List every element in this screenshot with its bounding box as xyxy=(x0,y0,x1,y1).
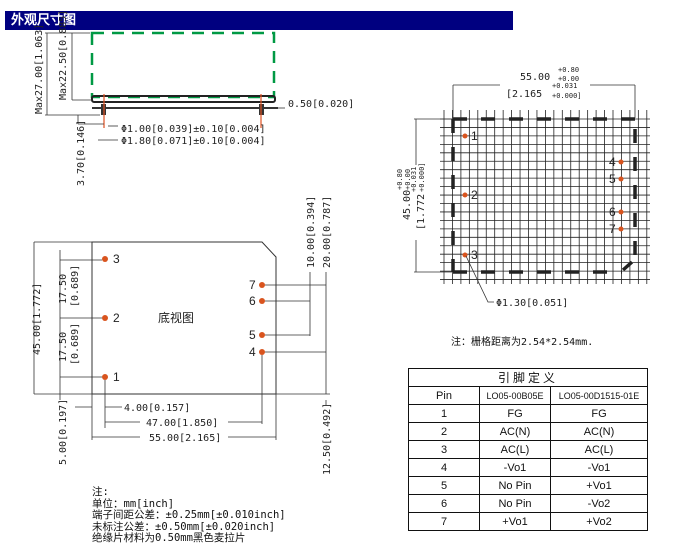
grid-lines xyxy=(440,110,650,284)
dim-pin-span: 47.00[1.850] xyxy=(146,418,218,429)
grid-pin-6: 6 xyxy=(609,205,624,219)
svg-text:3: 3 xyxy=(471,248,478,262)
section-title: 外观尺寸图 xyxy=(11,13,77,28)
pin-5: 5 xyxy=(249,328,265,342)
dim-offset-bottom: 5.00[0.197] xyxy=(58,399,69,465)
svg-text:+0.80: +0.80 xyxy=(558,66,579,74)
note-line: 未标注公差：±0.50mm[±0.020inch] xyxy=(92,520,276,533)
svg-text:+0.000]: +0.000] xyxy=(418,162,426,192)
grid-hole-dia: Φ1.30[0.051] xyxy=(496,298,568,309)
svg-text:5: 5 xyxy=(249,328,256,342)
grid-dim-width-in: [2.165 xyxy=(506,89,542,100)
pin-7: 7 xyxy=(249,278,265,292)
dim-pitch-upper-in: [0.689] xyxy=(70,265,81,307)
dim-pin-dia-2: Φ1.80[0.071]±0.10[0.004] xyxy=(121,136,266,147)
notes-block: 注: 单位：mm[inch] 端子间距公差：±0.25mm[±0.010inch… xyxy=(92,486,286,545)
svg-text:+0.00: +0.00 xyxy=(558,75,579,83)
grid-pin-4: 4 xyxy=(609,155,624,169)
note-line: 绝缘片材料为0.50mm黑色麦拉片 xyxy=(92,532,246,544)
svg-text:4: 4 xyxy=(249,345,256,359)
grid-pin-2: 2 xyxy=(462,188,478,202)
dim-height: 45.00[1.772] xyxy=(32,283,43,355)
svg-text:+0.80: +0.80 xyxy=(396,169,404,190)
grid-pin-3: 3 xyxy=(462,248,478,262)
dim-pin-dia-1: Φ1.00[0.039]±0.10[0.004] xyxy=(121,124,266,135)
dim-pitch-lower-in: [0.689] xyxy=(70,323,81,365)
grid-view: 55.00 +0.80 +0.00 [2.165 +0.031 +0.000] … xyxy=(396,66,650,309)
dim-width: 55.00[2.165] xyxy=(149,433,221,444)
svg-text:1: 1 xyxy=(113,370,120,384)
pin-table-header: Pin LO05-00B05E LO05-00D1515-01E xyxy=(408,386,648,405)
svg-text:+0.000]: +0.000] xyxy=(552,92,582,100)
pin-2: 2 xyxy=(102,311,120,325)
svg-text:7: 7 xyxy=(609,222,616,236)
pin-4: 4 xyxy=(249,345,265,359)
side-view: Max27.00[1.063] Max22.50[0.885] 0.50[0.0… xyxy=(34,10,354,186)
component-envelope-outline xyxy=(90,31,276,99)
svg-text:5: 5 xyxy=(609,172,616,186)
table-row: 4-Vo1-Vo1 xyxy=(408,458,648,477)
dim-pitch-lower: 17.50 xyxy=(58,332,69,362)
svg-text:2: 2 xyxy=(113,311,120,325)
svg-text:3: 3 xyxy=(113,252,120,266)
svg-text:6: 6 xyxy=(249,294,256,308)
dim-max-height: Max27.00[1.063] xyxy=(34,24,45,114)
pin-table-title: 引脚定义 xyxy=(408,368,648,387)
bottom-view: 45.00[1.772] 17.50 [0.689] 17.50 [0.689]… xyxy=(32,196,333,475)
grid-spacing-note: 注：栅格距离为2.54*2.54mm. xyxy=(451,337,594,348)
dim-right-20: 20.00[0.787] xyxy=(322,196,333,268)
bottom-view-label: 底视图 xyxy=(158,310,194,325)
svg-text:6: 6 xyxy=(609,205,616,219)
dim-pin-length: 3.70[0.146] xyxy=(76,120,87,186)
module-outline xyxy=(91,241,277,395)
svg-text:2: 2 xyxy=(471,188,478,202)
note-line: 端子间距公差：±0.25mm[±0.010inch] xyxy=(92,509,286,521)
svg-text:+0.031: +0.031 xyxy=(552,82,577,90)
pin-3: 3 xyxy=(102,252,120,266)
dim-offset-left: 4.00[0.157] xyxy=(124,403,190,414)
pin-6: 6 xyxy=(249,294,265,308)
grid-pin-7: 7 xyxy=(609,222,624,236)
module-outline-dashed xyxy=(451,117,637,274)
dim-right-10: 10.00[0.394] xyxy=(306,196,317,268)
grid-pin-1: 1 xyxy=(462,129,478,143)
svg-text:7: 7 xyxy=(249,278,256,292)
pin-1: 1 xyxy=(102,370,120,384)
section-header: 外观尺寸图 xyxy=(5,11,513,30)
dim-max-body: Max22.50[0.885] xyxy=(58,10,69,100)
dim-insulation: 0.50[0.020] xyxy=(288,99,354,110)
svg-text:+0.00: +0.00 xyxy=(404,169,412,190)
dim-right-bottom: 12.50[0.492] xyxy=(322,403,333,475)
grid-dim-height-in: [1.772 xyxy=(416,194,427,230)
dim-pitch-upper: 17.50 xyxy=(58,274,69,304)
svg-text:4: 4 xyxy=(609,155,616,169)
note-line: 注: xyxy=(92,486,109,498)
table-row: 7+Vo1+Vo2 xyxy=(408,512,648,531)
svg-text:1: 1 xyxy=(471,129,478,143)
svg-text:+0.031: +0.031 xyxy=(410,167,418,192)
grid-pin-5: 5 xyxy=(609,172,624,186)
grid-dim-height: 45.00 xyxy=(402,190,413,220)
pcb-board xyxy=(91,95,276,103)
grid-dim-width: 55.00 xyxy=(520,72,550,83)
note-line: 单位：mm[inch] xyxy=(92,497,175,510)
